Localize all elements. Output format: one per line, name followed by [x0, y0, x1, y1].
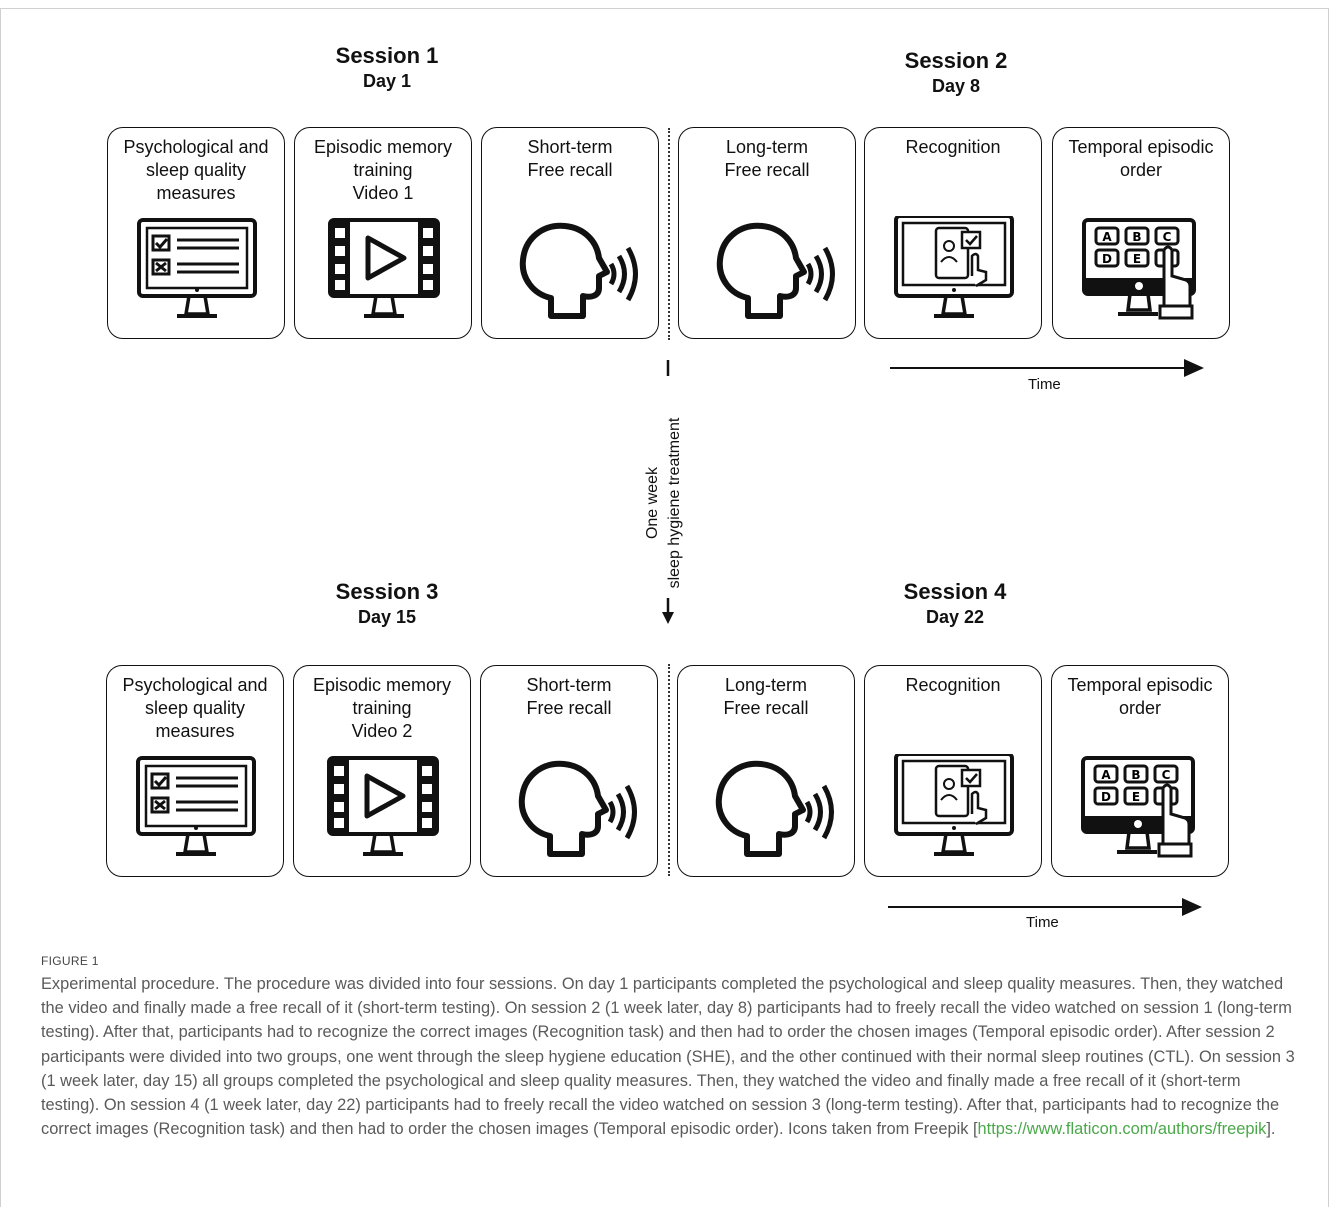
touch-select-monitor-icon — [894, 754, 1014, 856]
step-box-episodic-training: Episodic memory training Video 2 — [293, 665, 471, 877]
step-label: Temporal episodic order — [1068, 137, 1214, 180]
step-box-short-term-recall: Short-term Free recall — [481, 127, 659, 339]
figure-top-border — [0, 8, 1329, 9]
svg-text:E: E — [1132, 790, 1140, 804]
svg-text:B: B — [1132, 230, 1141, 244]
step-box-temporal-order: Temporal episodic order A B C D E F — [1052, 127, 1230, 339]
checklist-monitor-icon — [136, 756, 256, 856]
step-box-long-term-recall: Long-term Free recall — [678, 127, 856, 339]
step-box-recognition: Recognition — [864, 127, 1042, 339]
checklist-monitor-icon — [137, 218, 257, 318]
svg-text:C: C — [1162, 768, 1171, 782]
speaking-head-icon — [519, 222, 638, 319]
figure-left-border — [0, 8, 1, 1207]
video-play-monitor-icon — [327, 756, 439, 856]
step-label: Episodic memory training Video 1 — [313, 137, 453, 203]
session-1-header: Session 1 Day 1 — [277, 43, 497, 93]
svg-text:C: C — [1163, 230, 1172, 244]
session-divider — [668, 128, 670, 340]
caption-tail: ]. — [1266, 1120, 1276, 1139]
svg-text:D: D — [1102, 252, 1112, 266]
session-title: Session 4 — [903, 579, 1007, 604]
session-title: Session 3 — [335, 579, 439, 604]
session-day: Day 22 — [925, 607, 985, 627]
session-day: Day 8 — [931, 76, 981, 96]
step-label: Recognition — [905, 675, 1001, 695]
session-title: Session 1 — [335, 43, 439, 68]
time-label: Time — [1028, 376, 1061, 393]
touch-select-monitor-icon — [894, 216, 1014, 318]
session-title: Session 2 — [904, 48, 1008, 73]
abc-keypad-monitor-icon: A B C D E F — [1082, 218, 1196, 320]
step-label: Long-term Free recall — [724, 137, 810, 180]
step-label: Psychological and sleep quality measures — [122, 675, 268, 741]
freepik-link[interactable]: https://www.flaticon.com/authors/freepik — [977, 1120, 1267, 1139]
treatment-name: sleep hygiene treatment — [666, 417, 683, 589]
figure-number: FIGURE 1 — [41, 954, 99, 968]
step-box-recognition: Recognition — [864, 665, 1042, 877]
svg-text:A: A — [1102, 230, 1112, 244]
step-box-episodic-training: Episodic memory training Video 1 — [294, 127, 472, 339]
step-box-psychological-measures: Psychological and sleep quality measures — [107, 127, 285, 339]
time-arrow — [888, 898, 1202, 916]
step-label: Temporal episodic order — [1067, 675, 1213, 718]
session-3-header: Session 3 Day 15 — [277, 579, 497, 629]
caption-text: Experimental procedure. The procedure wa… — [41, 975, 1295, 1139]
svg-text:D: D — [1101, 790, 1111, 804]
session-divider — [668, 664, 670, 876]
figure-caption: Experimental procedure. The procedure wa… — [41, 972, 1296, 1141]
time-arrow — [890, 359, 1204, 377]
step-box-long-term-recall: Long-term Free recall — [677, 665, 855, 877]
treatment-duration: One week — [644, 466, 661, 540]
step-label: Long-term Free recall — [723, 675, 809, 718]
step-label: Short-term Free recall — [526, 675, 612, 718]
svg-text:B: B — [1131, 768, 1140, 782]
step-box-short-term-recall: Short-term Free recall — [480, 665, 658, 877]
video-play-monitor-icon — [328, 218, 440, 318]
speaking-head-icon — [518, 760, 637, 857]
session-2-header: Session 2 Day 8 — [846, 48, 1066, 98]
session-4-header: Session 4 Day 22 — [845, 579, 1065, 629]
svg-text:A: A — [1101, 768, 1111, 782]
time-label: Time — [1026, 914, 1059, 931]
abc-keypad-monitor-icon: A B C D E F — [1081, 756, 1195, 858]
step-label: Psychological and sleep quality measures — [123, 137, 269, 203]
step-box-temporal-order: Temporal episodic order A B C D E F — [1051, 665, 1229, 877]
speaking-head-icon — [715, 760, 834, 857]
session-day: Day 15 — [357, 607, 417, 627]
step-label: Episodic memory training Video 2 — [312, 675, 452, 741]
step-label: Short-term Free recall — [527, 137, 613, 180]
session-day: Day 1 — [362, 71, 412, 91]
speaking-head-icon — [716, 222, 835, 319]
treatment-connector-arrow — [662, 360, 674, 624]
svg-text:E: E — [1133, 252, 1141, 266]
step-label: Recognition — [905, 137, 1001, 157]
step-box-psychological-measures: Psychological and sleep quality measures — [106, 665, 284, 877]
treatment-label: One week sleep hygiene treatment — [642, 383, 692, 623]
